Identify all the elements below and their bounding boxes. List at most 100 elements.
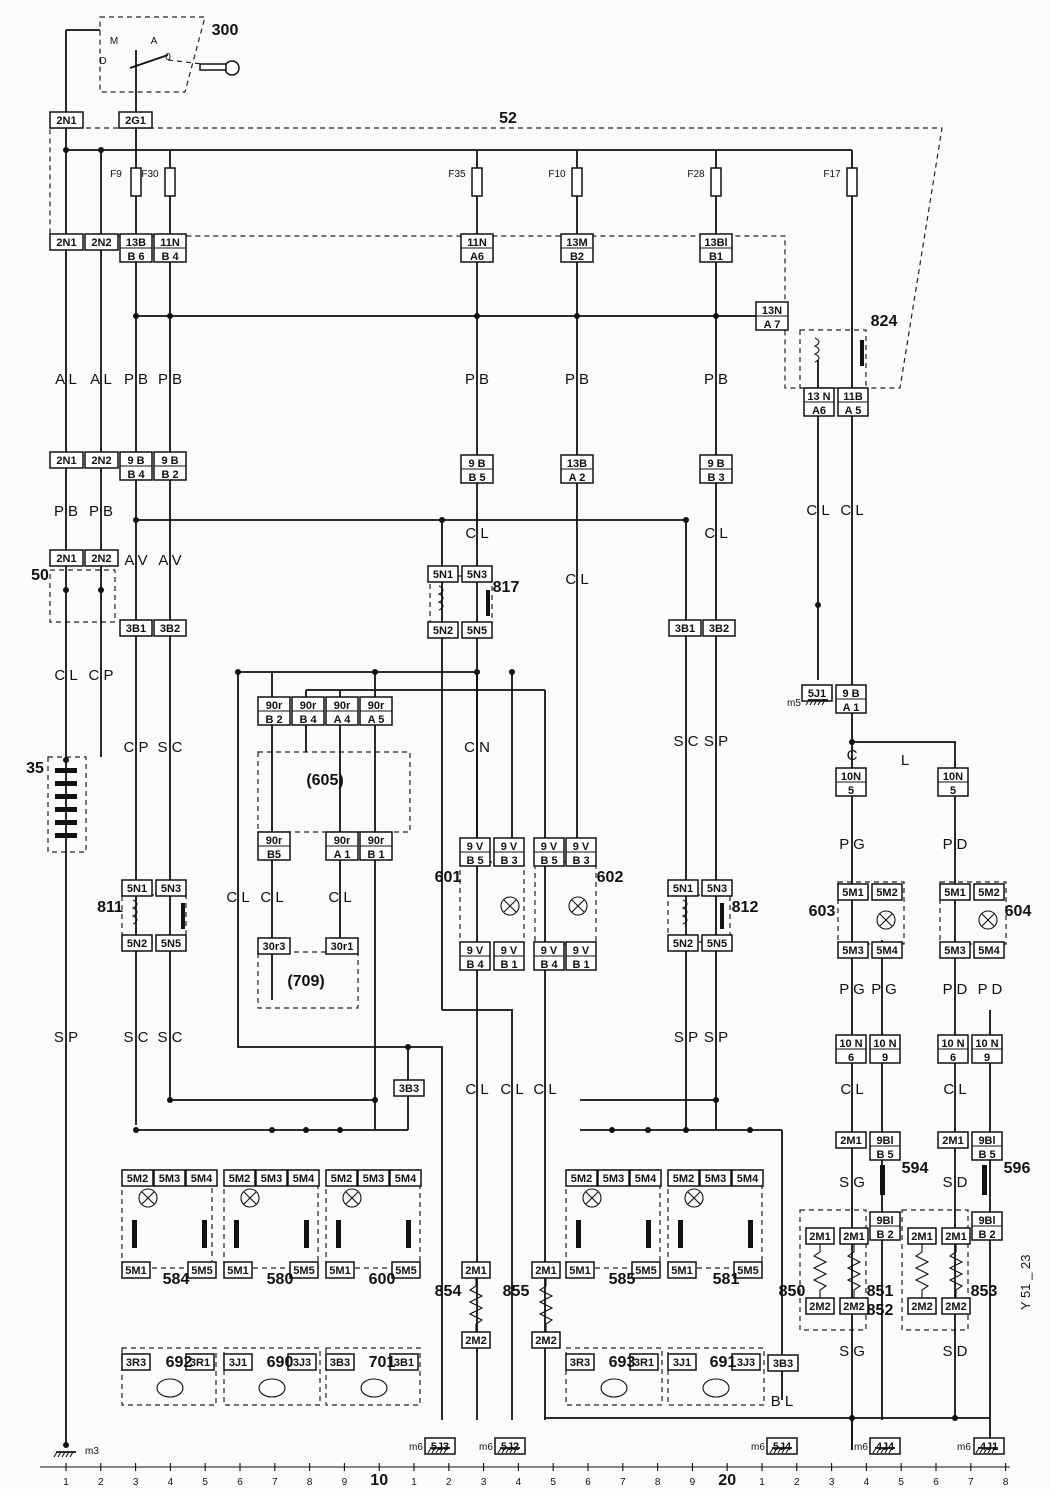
wire-label: C L <box>260 889 283 906</box>
module-pin <box>597 1169 630 1187</box>
wire-label: S G <box>839 1174 865 1191</box>
component-id: 690 <box>267 1354 294 1371</box>
ruler-number: 2 <box>794 1477 800 1488</box>
connector-label: 6 <box>950 1052 956 1064</box>
connector-label: 2N2 <box>91 237 111 249</box>
component-id: 603 <box>809 903 836 920</box>
component-id: 824 <box>871 313 898 330</box>
connector-label: B 3 <box>572 855 589 867</box>
connector-label: B 5 <box>540 855 557 867</box>
module-pin <box>223 1169 256 1187</box>
connector-b2n1top <box>49 111 84 129</box>
junction-dot <box>713 1097 719 1103</box>
connector-label: 2M1 <box>942 1135 963 1147</box>
connector-label: 5J1 <box>808 688 826 700</box>
module-pin <box>733 1261 763 1279</box>
connector-label: 9Bl <box>876 1215 893 1227</box>
module-pin-label: 5M5 <box>737 1265 758 1277</box>
ground-connector <box>869 1437 901 1455</box>
module-pin <box>629 1169 662 1187</box>
wire-label: C L <box>840 502 863 519</box>
ground-connector <box>766 1437 798 1455</box>
fuse-label: F28 <box>687 169 705 180</box>
lamp-icon <box>978 910 998 930</box>
connector-label: B 2 <box>876 1229 893 1241</box>
module-pin <box>667 1169 700 1187</box>
heater-pin-label: 2M2 <box>911 1301 932 1313</box>
fuse-icon <box>846 167 858 197</box>
component-id: 854 <box>435 1283 462 1300</box>
heater-pin-label: 2M1 <box>911 1231 932 1243</box>
wire-label: S C <box>157 739 182 756</box>
module-pin <box>153 1169 186 1187</box>
module-pin-label: 5M3 <box>363 1173 384 1185</box>
connector-label: 10 N <box>975 1038 998 1050</box>
component-id: 693 <box>609 1354 636 1371</box>
connector-label: B 5 <box>466 855 483 867</box>
module-pin-label: 5M2 <box>127 1173 148 1185</box>
connector-label: 5M1 <box>944 887 965 899</box>
junction-dot <box>337 1127 343 1133</box>
ground-label: m6 <box>751 1442 765 1453</box>
relay-coil-icon <box>131 899 138 925</box>
module-pin <box>187 1261 217 1279</box>
connector-label: 3B2 <box>709 623 729 635</box>
junction-dot <box>683 517 689 523</box>
heater-pin-label: 2M1 <box>809 1231 830 1243</box>
wire-label: C L <box>943 1081 966 1098</box>
junction-dot <box>474 313 480 319</box>
ignition-position: D <box>99 56 106 67</box>
ruler-number: 2 <box>446 1477 452 1488</box>
module-pin <box>389 1169 422 1187</box>
connector-b5n2b <box>121 934 153 952</box>
module-pin-label: 5M3 <box>705 1173 726 1185</box>
connector-label: A 2 <box>569 472 586 484</box>
connector-label: B 5 <box>978 1149 995 1161</box>
ruler-number: 1 <box>759 1477 765 1488</box>
heater-element-icon <box>948 1244 964 1298</box>
reference-code: Y 51 _ 23 <box>1018 1255 1033 1310</box>
fuse-label: F30 <box>141 169 159 180</box>
connector-b5m3b <box>939 941 971 959</box>
ruler-number: 4 <box>516 1477 522 1488</box>
module-pin <box>325 1169 358 1187</box>
module-pin <box>255 1169 288 1187</box>
connector-label: 9 V <box>501 841 518 853</box>
connector-label: B2 <box>570 251 584 263</box>
ground-label: m6 <box>479 1442 493 1453</box>
ruler-number: 6 <box>585 1477 591 1488</box>
component-id: 855 <box>503 1283 530 1300</box>
heater-element-icon <box>846 1244 862 1298</box>
connector-label: 3B1 <box>675 623 695 635</box>
component-id: 581 <box>713 1271 740 1288</box>
wire-label: C L <box>533 1081 556 1098</box>
module-pin-label: 5M3 <box>261 1173 282 1185</box>
connector-label: 13Bl <box>704 237 727 249</box>
junction-dot <box>133 1127 139 1133</box>
connector-label: 5M3 <box>944 945 965 957</box>
module-pin <box>357 1169 390 1187</box>
connector-label: 90r <box>334 835 351 847</box>
junctions <box>63 147 958 1448</box>
module-pin-label: 5M5 <box>395 1265 416 1277</box>
junction-dot <box>63 147 69 153</box>
wire-label: C L <box>565 571 588 588</box>
relay-coil-icon <box>681 899 688 925</box>
connector-label: 5N5 <box>161 938 181 950</box>
connector-label: 13B <box>567 458 587 470</box>
connector-b5m2a <box>871 883 903 901</box>
junction-dot <box>167 1097 173 1103</box>
connector-b2n1a <box>49 233 84 251</box>
heater-element-icon <box>914 1244 930 1298</box>
wire-label: P B <box>565 371 589 388</box>
module-pin-label: 5M5 <box>293 1265 314 1277</box>
connector-label: 30r1 <box>331 941 354 953</box>
module-pin <box>325 1261 355 1279</box>
switch-contact-icon <box>132 1220 137 1248</box>
connector-label: B5 <box>267 849 281 861</box>
wire-label: C L <box>465 1081 488 1098</box>
connector-label: 5N1 <box>673 883 693 895</box>
connector-label: 5M2 <box>978 887 999 899</box>
lamp-icon <box>138 1188 158 1208</box>
relay-contact-icon <box>181 903 185 929</box>
